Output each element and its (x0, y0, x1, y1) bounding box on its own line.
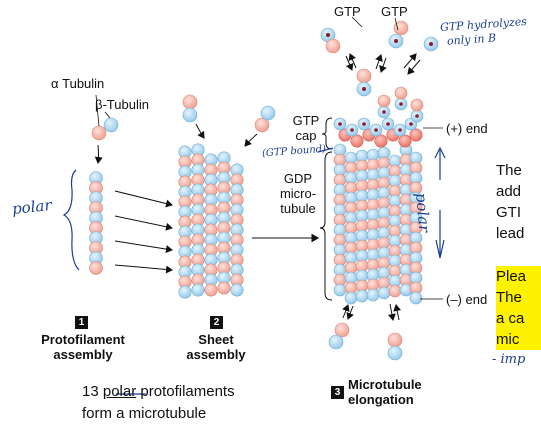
exchange-arrows-top (345, 53, 421, 75)
handwriting-imp: - imp (492, 352, 526, 367)
alpha-subunit (388, 284, 402, 298)
minus-end-label: (–) end (446, 292, 488, 307)
sheet-dimers (182, 94, 276, 133)
caption: 13 polar protofilaments (82, 383, 235, 400)
handwriting-polar-right: polar (412, 192, 434, 233)
gtp-cap-subunit (409, 128, 423, 142)
bottom-dimers (328, 322, 403, 361)
gtp-dot (398, 128, 402, 132)
alpha-subunit (394, 86, 408, 100)
exchange-arrows-bottom (342, 303, 402, 321)
gtp-label-right: GTP (381, 4, 408, 19)
arrows-to-sheet (114, 190, 173, 274)
alpha-subunit (217, 281, 231, 295)
plus-end-label: (+) end (446, 121, 488, 136)
step-2-label: Sheet assembly (186, 332, 246, 362)
gtp-label-left: GTP (334, 4, 361, 19)
alpha-tubulin-label: α Tubulin (51, 76, 105, 91)
handwriting-marks (62, 146, 446, 395)
beta-subunit (178, 285, 192, 299)
gtp-cap-bracket (321, 117, 333, 150)
beta-subunit (409, 291, 423, 305)
beta-subunit (344, 291, 358, 305)
beta-subunit (366, 288, 380, 302)
step-1-label: Protofilament assembly (41, 332, 125, 362)
gtp-pointer-left (351, 16, 363, 28)
gtp-cap-label: GTP cap (292, 113, 320, 143)
gtp-dot (382, 110, 386, 114)
beta-pointer-line (104, 111, 111, 119)
step-1-number: 1 (75, 316, 88, 329)
alpha-subunit (89, 261, 103, 275)
alpha-pointer-line (95, 94, 100, 127)
arrow-down-1 (94, 144, 103, 164)
side-paragraph-1: The add GTI lead (496, 162, 525, 242)
top-dimers (320, 20, 439, 97)
gtp-cap-subunit (350, 134, 364, 148)
beta-subunit (230, 283, 244, 297)
gtp-dot (409, 122, 413, 126)
alpha-subunit (377, 94, 391, 108)
gtp-pointer-right (394, 17, 399, 31)
gtp-dot (415, 114, 419, 118)
side-paragraph-2-highlighted: Plea The a ca mic (496, 266, 541, 350)
gtp-dot (399, 102, 403, 106)
gtp-dot (362, 122, 366, 126)
tubulin-dimer-free (91, 117, 119, 141)
alpha-subunit (204, 283, 218, 297)
caption-line-2: form a microtubule (82, 405, 207, 422)
protofilament (89, 171, 103, 275)
gdp-bracket (319, 151, 333, 301)
arrow-sheet-left (195, 123, 205, 139)
beta-subunit (333, 283, 347, 297)
gtp-dot (374, 128, 378, 132)
gtp-dot (350, 128, 354, 132)
sheet (178, 143, 244, 299)
gtp-cap-subunit (374, 134, 388, 148)
step-3-number: 3 (331, 386, 344, 399)
step-3-label: Microtubule elongation (348, 377, 422, 407)
microtubule (333, 86, 424, 305)
gtp-dot (338, 122, 342, 126)
beta-subunit (355, 289, 369, 303)
beta-subunit (191, 283, 205, 297)
step-2-number: 2 (210, 316, 223, 329)
arrow-sheet-right (244, 133, 258, 147)
beta-tubulin-label: β-Tubulin (95, 97, 149, 112)
gtp-dot (386, 122, 390, 126)
gdp-microtubule-label: GDP micro- tubule (279, 171, 317, 216)
alpha-subunit (410, 98, 424, 112)
gtp-cap-subunit (398, 134, 412, 148)
beta-subunit (377, 286, 391, 300)
